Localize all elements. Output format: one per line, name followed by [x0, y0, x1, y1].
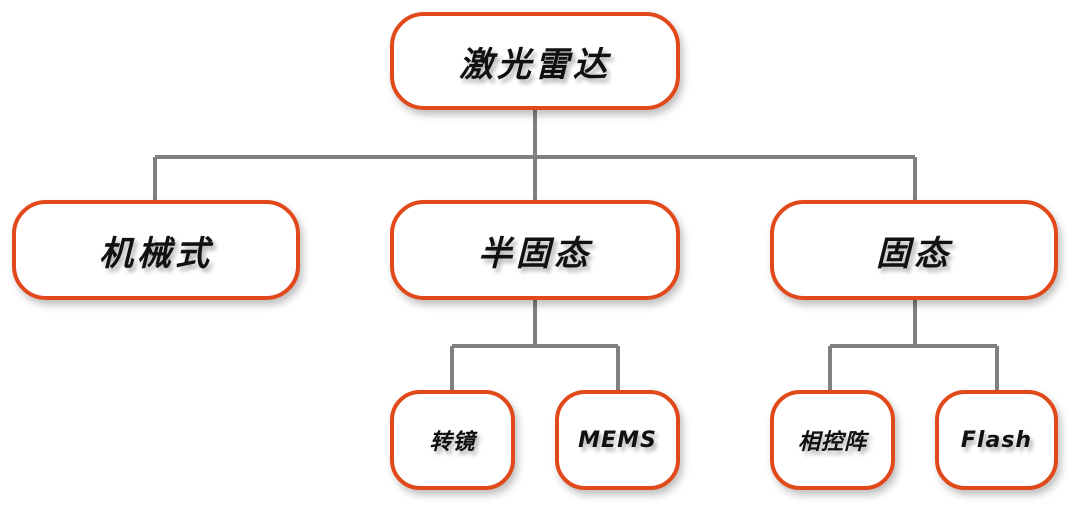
node-label: 机械式: [99, 233, 213, 274]
node-mechanical: 机械式: [12, 200, 300, 300]
node-rotating-mirror: 转镜: [390, 390, 515, 490]
connector-semi-solid: [450, 300, 620, 392]
node-lidar: 激光雷达: [390, 12, 680, 110]
node-label: 激光雷达: [459, 44, 611, 85]
node-label: MEMS: [578, 427, 657, 453]
connector-root: [153, 110, 917, 202]
node-label: 固态: [876, 233, 952, 274]
node-semi-solid: 半固态: [390, 200, 680, 300]
node-phased-array: 相控阵: [770, 390, 895, 490]
node-label: 相控阵: [797, 430, 867, 455]
connector-solid: [828, 300, 999, 392]
node-label: Flash: [960, 427, 1033, 453]
node-flash: Flash: [935, 390, 1058, 490]
node-mems: MEMS: [555, 390, 680, 490]
node-label: 转镜: [429, 430, 476, 455]
node-solid: 固态: [770, 200, 1058, 300]
node-label: 半固态: [478, 233, 592, 274]
